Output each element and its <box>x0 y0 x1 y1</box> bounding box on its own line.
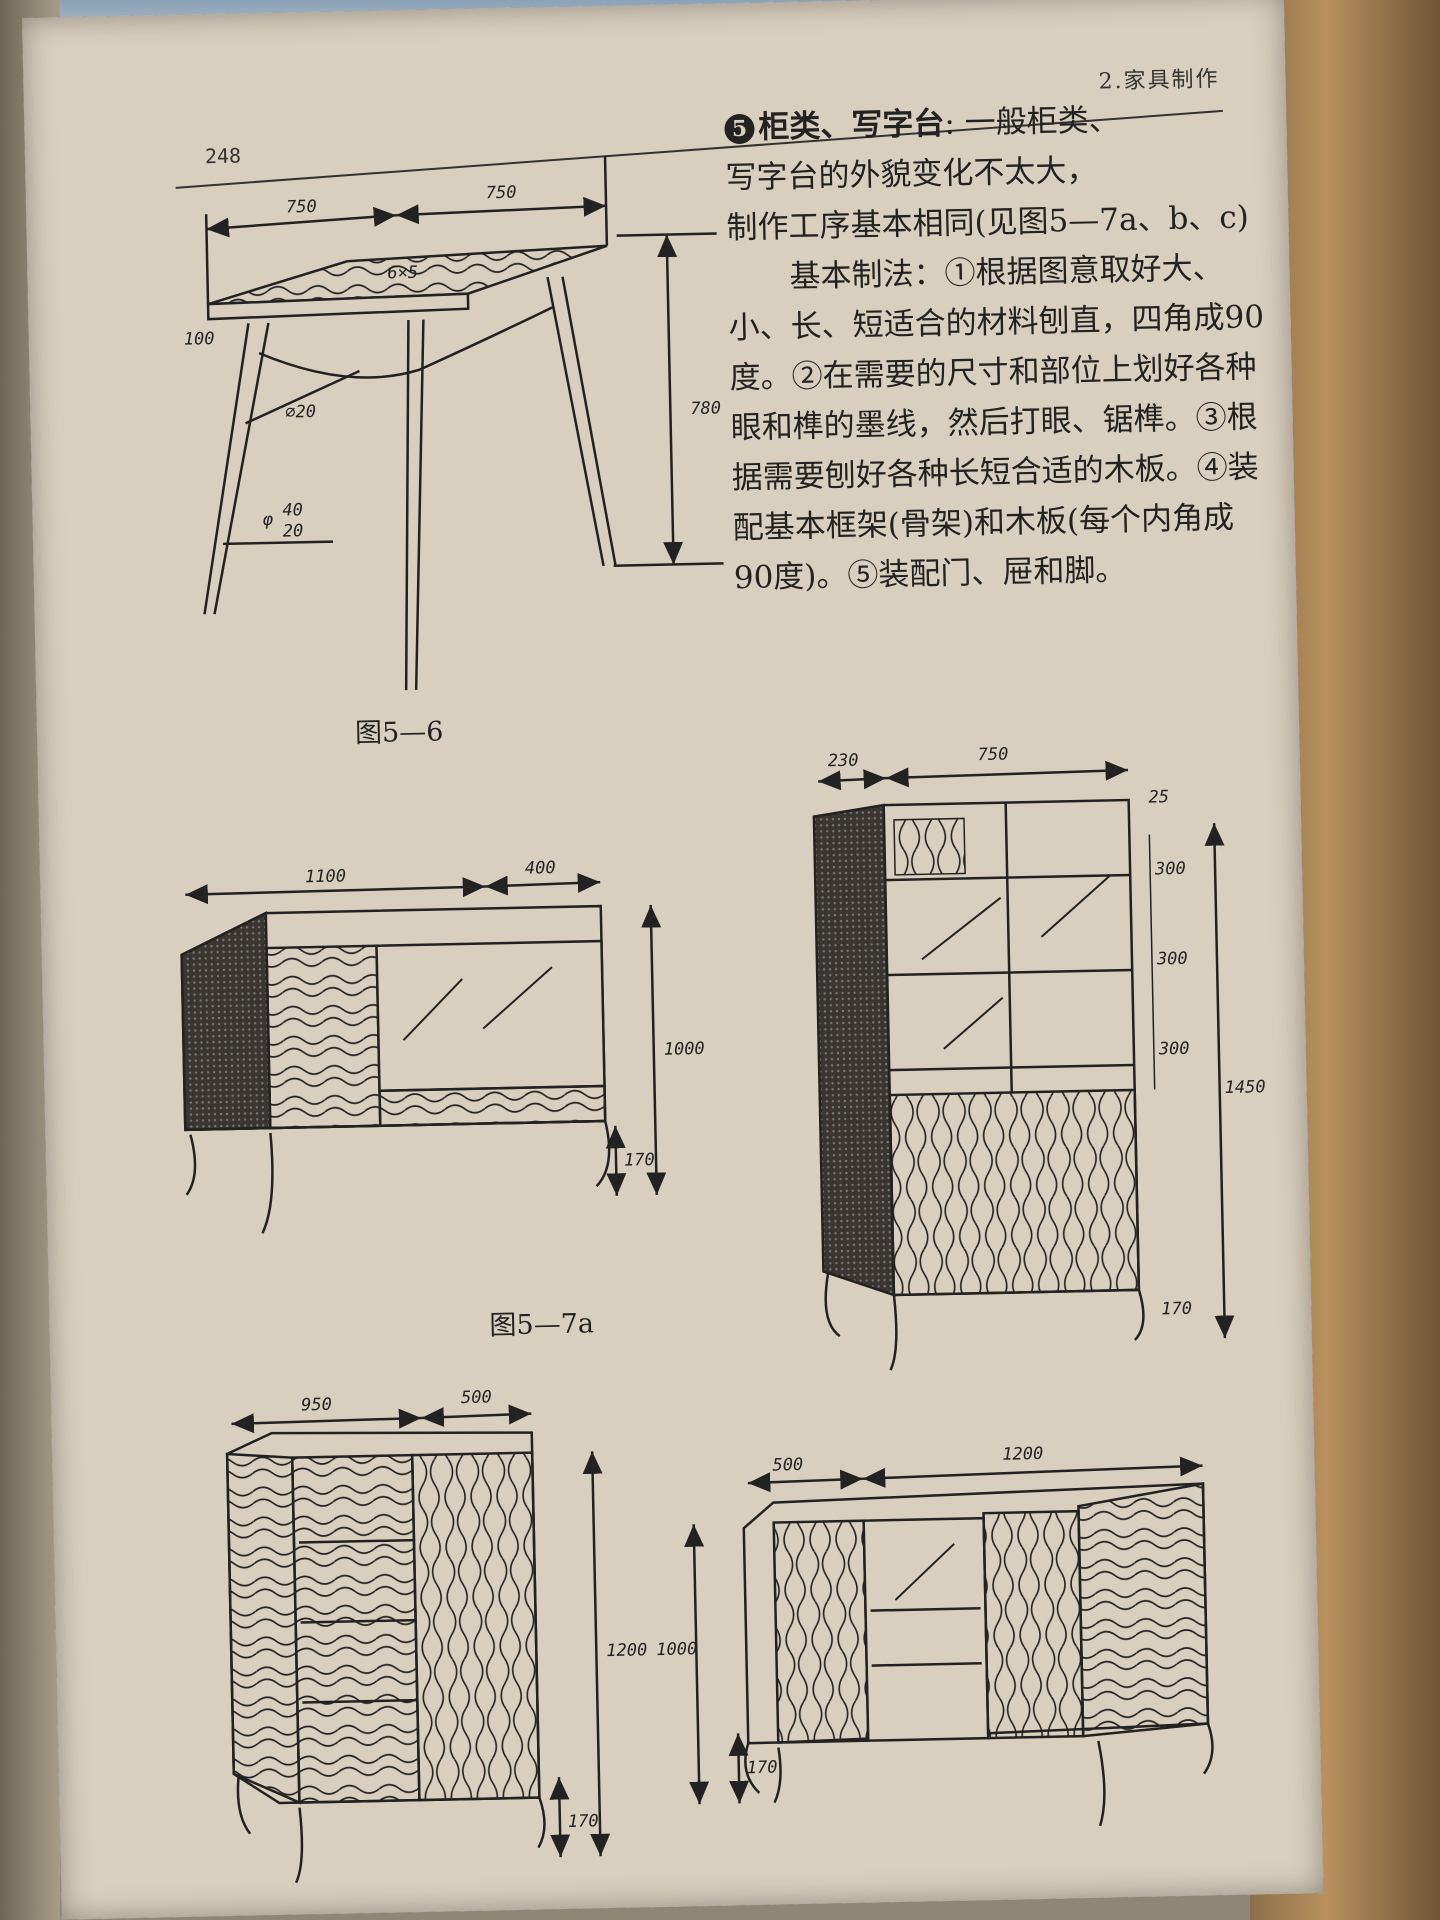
cabinet-drawing <box>684 1456 1214 1827</box>
dim-cabinet-depth: 500 <box>772 1455 803 1476</box>
dim-wardrobe-depth: 500 <box>461 1387 492 1408</box>
dim-wardrobe-leg: 170 <box>568 1811 599 1832</box>
dim-table-apron: 100 <box>184 329 215 350</box>
dim-table-leg-top: 40 <box>282 500 303 520</box>
dim-table-top-mark: 6×5 <box>387 263 418 284</box>
drawings: 750 750 780 100 ∅20 6×5 φ 40 20 <box>180 155 1266 1884</box>
dim-table-width-a: 750 <box>286 197 317 218</box>
dim-bookcase-depth: 230 <box>828 751 859 772</box>
dim-bookcase-top: 25 <box>1148 787 1169 807</box>
dim-sideboard-height: 1000 <box>664 1039 705 1060</box>
dim-cabinet-height: 1000 <box>656 1639 697 1660</box>
dim-sideboard-leg: 170 <box>624 1150 655 1171</box>
dim-wardrobe-width: 950 <box>301 1395 332 1416</box>
bookcase-drawing <box>812 760 1235 1371</box>
wardrobe-drawing <box>225 1404 611 1884</box>
sideboard-drawing <box>180 872 667 1234</box>
dim-bookcase-shelf1: 300 <box>1154 859 1186 880</box>
dim-table-leg-symbol: φ <box>262 510 273 530</box>
dim-wardrobe-height: 1200 <box>606 1640 647 1661</box>
table-drawing <box>203 155 724 691</box>
dim-table-leg-bottom: 20 <box>283 521 304 541</box>
dim-cabinet-width: 1200 <box>1002 1444 1043 1465</box>
dim-sideboard-width: 1100 <box>305 866 346 887</box>
dim-sideboard-depth: 400 <box>525 858 556 879</box>
dim-bookcase-width: 750 <box>977 745 1008 766</box>
dim-table-rail: ∅20 <box>285 402 316 423</box>
dim-bookcase-height: 1450 <box>1224 1077 1265 1098</box>
dim-bookcase-leg: 170 <box>1161 1299 1192 1320</box>
dim-table-height: 780 <box>690 398 721 419</box>
dim-bookcase-shelf2: 300 <box>1156 949 1188 970</box>
dim-bookcase-shelf3: 300 <box>1158 1039 1190 1060</box>
dim-table-width-b: 750 <box>486 183 517 204</box>
dim-cabinet-leg: 170 <box>747 1758 778 1779</box>
